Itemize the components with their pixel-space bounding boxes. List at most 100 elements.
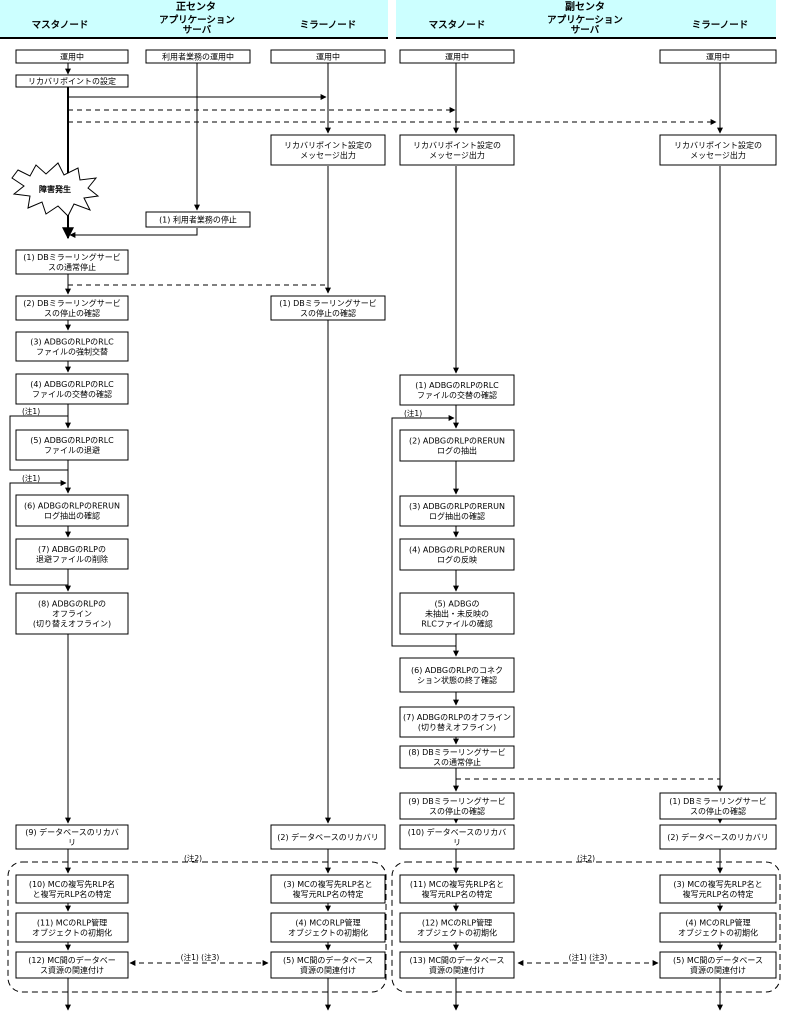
primary-center-title: 正センタ	[176, 1, 216, 13]
process-box-label: (切り替えオフライン)	[418, 722, 496, 732]
process-box-label: (10) MCの複写先RLP名	[29, 879, 115, 889]
process-box-label: 退避ファイルの削除	[36, 554, 108, 564]
process-box-label: ログの抽出	[437, 446, 477, 456]
process-box-label: (8) ADBGのRLPの	[38, 600, 106, 609]
process-box-label: 複写元RLP名の特定	[422, 889, 493, 899]
process-box-frame	[15, 74, 129, 88]
process-box-label: (3) MCの複写先RLP名と	[283, 879, 372, 889]
process-box-frame	[399, 792, 515, 820]
process-box-label: 複写元RLP名の特定	[683, 889, 754, 899]
process-box-label: スの停止の確認	[44, 308, 100, 318]
process-box-label: ログ抽出の確認	[429, 511, 485, 521]
primary-center-header	[0, 0, 388, 38]
process-box-s-r-2: (2) データベースのリカバリ	[659, 824, 777, 850]
process-box-frame	[270, 824, 386, 850]
process-box-label: (9) DBミラーリングサービ	[408, 796, 506, 806]
process-box-label: (1) DBミラーリングサービ	[279, 298, 377, 308]
process-box-label: (5) ADBGの	[434, 600, 479, 609]
process-box-label: (5) MC間のデータベース	[673, 955, 763, 965]
process-box-frame	[659, 912, 777, 943]
process-box-frame	[659, 824, 777, 850]
process-box-label: ファイルの退避	[44, 445, 100, 455]
process-box-label: (4) ADBGのRLPのRLC	[30, 380, 114, 389]
process-box-frame	[15, 49, 129, 64]
process-box-label: ログの反映	[437, 555, 477, 565]
process-box-label: (1) ADBGのRLPのRLC	[415, 381, 499, 390]
note-2-secondary: (注2)	[577, 853, 595, 863]
process-box-frame	[399, 495, 515, 527]
process-box-frame	[15, 429, 129, 461]
note-1-secondary: (注1)	[404, 408, 422, 418]
process-box-label: オブジェクトの初期化	[32, 928, 112, 938]
process-box-frame	[270, 134, 386, 166]
note-13-primary: (注1) (注3)	[181, 952, 220, 962]
process-box-label: (7) ADBGのRLPの	[38, 545, 106, 554]
process-box-label: リカバリポイント設定の	[413, 140, 501, 150]
process-box-frame	[15, 951, 129, 979]
process-box-p-m-rp: リカバリポイントの設定	[15, 74, 129, 88]
process-box-label: (2) ADBGのRLPのRERUN	[409, 437, 505, 446]
process-box-label: 利用者業務の運用中	[162, 52, 234, 62]
process-box-label: ス資源の関連付け	[40, 965, 104, 975]
connector-lines	[9, 63, 723, 1011]
process-box-label: リ	[68, 838, 76, 847]
process-box-frame	[15, 538, 129, 570]
process-box-label: (10) データベースのリカバ	[408, 827, 507, 837]
process-box-frame	[270, 874, 386, 904]
process-box-label: (12) MC間のデータベー	[28, 955, 115, 965]
process-box-label: (1) DBミラーリングサービ	[669, 796, 767, 806]
process-box-label: (6) ADBGのRLPのRERUN	[24, 502, 120, 511]
process-box-label: スの通常停止	[433, 757, 481, 767]
process-box-label: (4) ADBGのRLPのRERUN	[409, 546, 505, 555]
failure-burst	[11, 162, 100, 217]
failure-burst-label: 障害発生	[39, 184, 71, 194]
process-box-label: ファイルの強制交替	[36, 347, 108, 357]
process-box-label: (4) MCのRLP管理	[685, 918, 750, 928]
process-box-frame	[399, 592, 515, 635]
process-box-frame	[399, 657, 515, 693]
process-box-label: 運用中	[60, 52, 84, 62]
process-box-s-m-run: 運用中	[399, 49, 515, 64]
process-box-label: (8) DBミラーリングサービ	[408, 747, 506, 757]
process-box-label: ログ抽出の確認	[44, 511, 100, 521]
process-box-frame	[15, 249, 129, 275]
process-box-p-a-stop: (1) 利用者業務の停止	[145, 211, 251, 228]
process-box-label: メッセージ出力	[429, 150, 485, 160]
process-box-label: (1) 利用者業務の停止	[159, 215, 237, 225]
process-box-p-m-9: (9) データベースのリカバリ	[15, 824, 129, 850]
process-box-label: (4) MCのRLP管理	[295, 918, 360, 928]
process-box-label: 資源の関連付け	[429, 965, 485, 975]
note-2-primary: (注2)	[184, 853, 202, 863]
primary-association-group	[7, 861, 387, 993]
process-box-label: メッセージ出力	[300, 150, 356, 160]
process-box-frame	[399, 745, 515, 769]
process-box-label: メッセージ出力	[690, 150, 746, 160]
process-box-frame	[399, 49, 515, 64]
process-box-frame	[270, 49, 386, 64]
process-box-label: 運用中	[445, 52, 469, 62]
process-box-label: 運用中	[316, 52, 340, 62]
process-box-label: ファイルの交替の確認	[32, 389, 112, 399]
process-box-label: 複写元RLP名の特定	[293, 889, 364, 899]
process-box-frame	[399, 951, 515, 979]
process-box-frame	[399, 824, 515, 850]
process-box-frame	[399, 429, 515, 462]
process-box-frame	[270, 912, 386, 943]
process-box-label: (1) DBミラーリングサービ	[23, 252, 121, 262]
primary-column-header-1: アプリケーション	[159, 14, 235, 26]
